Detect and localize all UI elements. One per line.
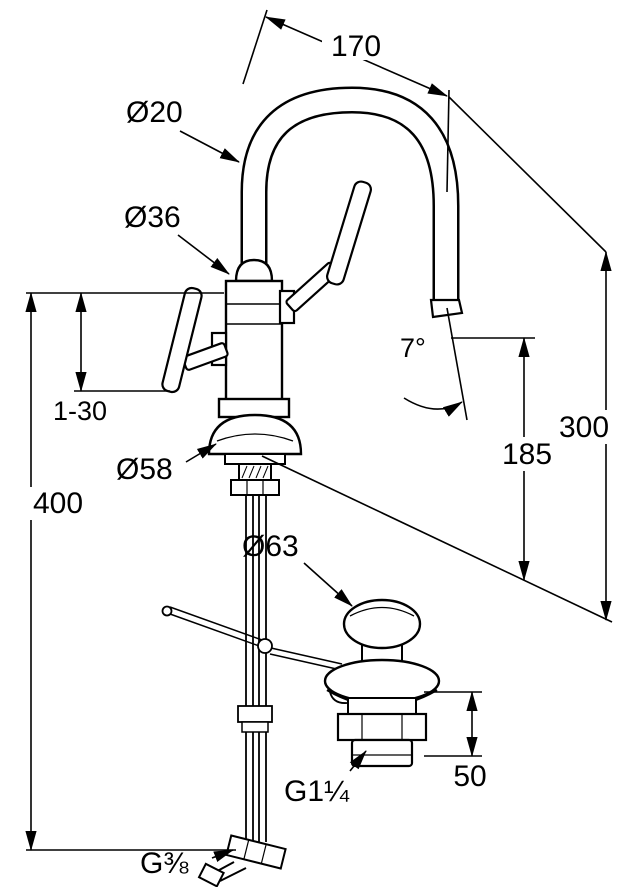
rod-knob xyxy=(161,605,173,617)
waste-nut xyxy=(336,712,428,742)
supply-pipes xyxy=(237,495,273,842)
base-escutcheon xyxy=(207,413,303,456)
dim-deck-thickness: 1-30 xyxy=(53,292,170,426)
rod-pivot xyxy=(257,638,273,654)
label-body-diameter: Ø36 xyxy=(124,201,230,275)
label-waste-thread: G1¼ xyxy=(284,750,367,808)
waste-tailpiece xyxy=(350,738,414,768)
label-supply-thread: G⅜ xyxy=(140,847,234,880)
body-cap xyxy=(234,258,274,283)
dim-spout-reach-label: 170 xyxy=(331,30,381,63)
label-base-diameter: Ø58 xyxy=(116,443,217,486)
dim-total-height-label: 300 xyxy=(559,411,609,444)
dim-swivel-angle-label: 7° xyxy=(400,333,426,363)
pipe-union xyxy=(237,705,273,723)
dim-deck-thickness-label: 1-30 xyxy=(53,396,107,426)
dim-supply-length: 400 xyxy=(24,292,236,851)
right-handle xyxy=(278,180,372,325)
waste-flange xyxy=(323,658,441,704)
waste-cap xyxy=(342,598,422,650)
dim-swivel-angle: 7° xyxy=(400,307,468,421)
dim-supply-length-label: 400 xyxy=(33,487,83,520)
mounting-shank xyxy=(224,453,286,496)
label-waste-thread-text: G1¼ xyxy=(284,775,350,808)
label-waste-cap-diameter-text: Ø63 xyxy=(242,530,299,563)
supply-connector xyxy=(197,834,287,887)
dim-total-height: 300 xyxy=(261,96,616,623)
label-supply-thread-text: G⅜ xyxy=(140,847,189,880)
label-base-diameter-text: Ø58 xyxy=(116,453,173,486)
label-body-diameter-text: Ø36 xyxy=(124,201,181,234)
left-handle xyxy=(161,286,229,394)
label-spout-diameter-text: Ø20 xyxy=(126,96,183,129)
waste-assembly xyxy=(323,598,441,768)
mounting-nut xyxy=(230,479,280,496)
dim-waste-height-label: 50 xyxy=(453,760,486,793)
dimensions: 170 300 185 1-30 400 xyxy=(24,9,616,880)
dim-waste-height: 50 xyxy=(424,691,487,793)
dim-spout-height-label: 185 xyxy=(502,438,552,471)
label-spout-diameter: Ø20 xyxy=(126,96,240,163)
label-waste-cap-diameter: Ø63 xyxy=(242,530,353,607)
dim-spout-height: 185 xyxy=(451,337,559,581)
dim-spout-reach: 170 xyxy=(242,9,450,193)
faucet-body xyxy=(217,258,291,419)
